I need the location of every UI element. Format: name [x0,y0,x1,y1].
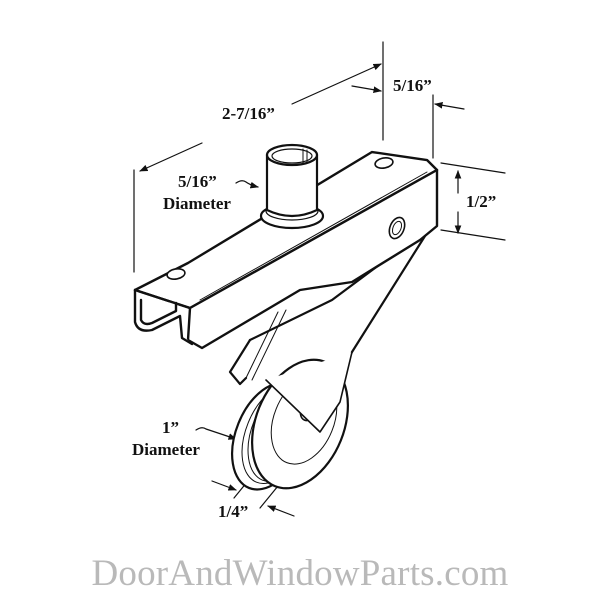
pin-diameter-unit-label: Diameter [163,194,231,213]
channel-bracket [133,150,439,350]
overall-length-label: 2-7/16” [222,104,275,123]
wheel-width-label: 1/4” [218,502,249,521]
site-watermark: DoorAndWindowParts.com [91,553,509,594]
bracket-width-label: 5/16” [393,76,432,95]
wheel [231,351,353,491]
wheel-diameter-value-label: 1” [162,418,179,437]
pin-diameter-value-label: 5/16” [178,172,217,191]
top-pin [259,143,325,230]
wheel-diameter-unit-label: Diameter [132,440,200,459]
bracket-height-label: 1/2” [466,192,497,211]
